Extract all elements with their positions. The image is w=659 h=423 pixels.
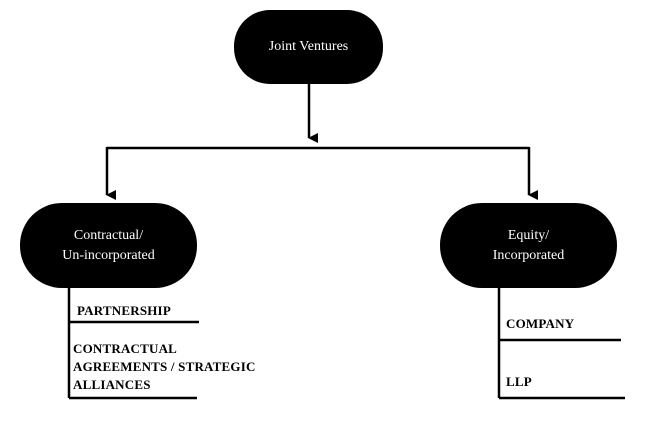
branch-node-contractual: Contractual/ Un-incorporated bbox=[20, 203, 197, 288]
branch-node-label-line1: Equity/ bbox=[507, 227, 550, 243]
branch-node-label-line1: Contractual/ bbox=[73, 227, 144, 243]
branch-node-label-line2: Un-incorporated bbox=[62, 247, 155, 263]
item-line: ALLIANCES bbox=[73, 377, 151, 392]
root-node-joint-ventures: Joint Ventures bbox=[234, 10, 383, 84]
root-node-label: Joint Ventures bbox=[268, 39, 349, 54]
item-partnership: PARTNERSHIP bbox=[77, 302, 171, 320]
item-line: PARTNERSHIP bbox=[77, 303, 171, 318]
item-line: LLP bbox=[506, 374, 532, 389]
item-line: COMPANY bbox=[506, 316, 575, 331]
item-line: CONTRACTUAL bbox=[73, 341, 178, 356]
item-line: AGREEMENTS / STRATEGIC bbox=[73, 359, 256, 374]
branch-node-equity: Equity/ Incorporated bbox=[440, 203, 617, 288]
item-llp: LLP bbox=[506, 373, 532, 391]
item-company: COMPANY bbox=[506, 315, 574, 333]
item-contractual-agreements: CONTRACTUAL AGREEMENTS / STRATEGIC ALLIA… bbox=[73, 340, 256, 394]
branch-node-label-line2: Incorporated bbox=[492, 247, 565, 263]
